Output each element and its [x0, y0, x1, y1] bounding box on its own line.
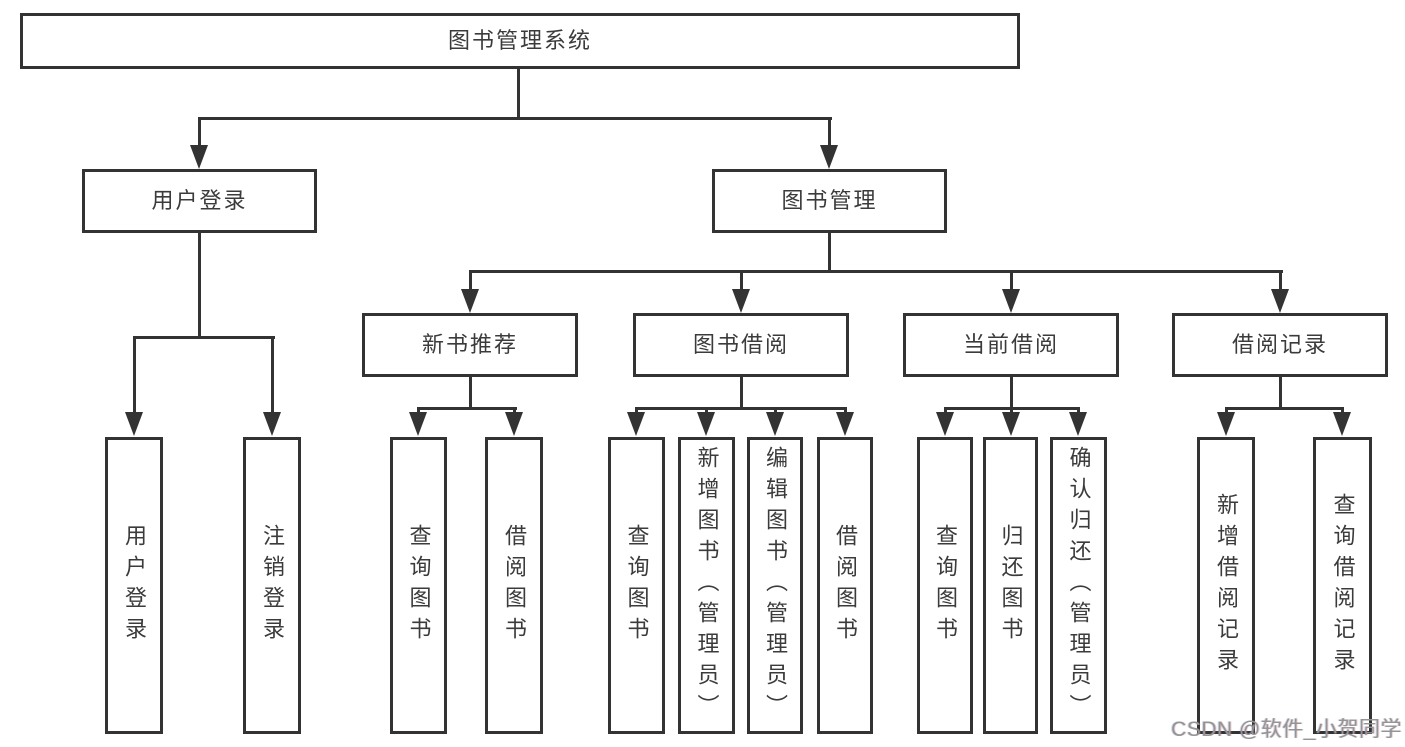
node-label-leaf-logout: 注销登录	[260, 523, 285, 648]
node-label-leaf-query-books-current: 查询图书	[933, 523, 958, 648]
arrow-shaft	[828, 117, 831, 147]
arrow-down-icon	[505, 412, 523, 436]
node-label-leaf-return-books: 归还图书	[998, 523, 1024, 648]
arrow-shaft	[740, 270, 743, 291]
node-leaf-edit-books-admin: 编辑图书（管理员）	[747, 437, 803, 734]
node-label-user-login: 用户登录	[151, 188, 248, 213]
node-label-borrowing-records: 借阅记录	[1231, 332, 1328, 357]
arrow-shaft	[635, 407, 638, 414]
arrow-shaft	[1010, 270, 1013, 291]
node-leaf-query-books-borrowing: 查询图书	[608, 437, 665, 734]
node-leaf-query-borrow-record: 查询借阅记录	[1313, 437, 1372, 734]
arrow-shaft	[1077, 407, 1080, 414]
node-label-leaf-confirm-return-admin: 确认归还（管理员）	[1066, 446, 1092, 725]
connector-line	[469, 377, 472, 410]
arrow-shaft	[1010, 407, 1013, 414]
node-leaf-query-books-recommend: 查询图书	[390, 437, 447, 734]
connector-line	[740, 377, 743, 410]
connector-line	[417, 407, 517, 410]
node-borrowing-records: 借阅记录	[1172, 313, 1388, 377]
node-label-leaf-user-login: 用户登录	[122, 523, 147, 648]
arrow-down-icon	[697, 412, 715, 436]
node-book-borrowing: 图书借阅	[633, 313, 849, 377]
arrow-shaft	[844, 407, 847, 414]
node-leaf-return-books: 归还图书	[983, 437, 1038, 734]
arrow-down-icon	[820, 145, 838, 169]
arrow-down-icon	[1333, 412, 1351, 436]
arrow-shaft	[133, 336, 136, 414]
arrow-shaft	[271, 336, 274, 414]
arrow-shaft	[513, 407, 516, 414]
node-label-leaf-borrow-books-borrowing: 借阅图书	[833, 523, 858, 648]
connector-line	[517, 69, 520, 119]
node-root: 图书管理系统	[20, 13, 1020, 69]
node-label-leaf-query-books-borrowing: 查询图书	[624, 523, 650, 648]
arrow-down-icon	[1271, 289, 1289, 313]
node-leaf-confirm-return-admin: 确认归还（管理员）	[1050, 437, 1107, 734]
node-label-leaf-add-borrow-record: 新增借阅记录	[1214, 492, 1239, 679]
node-leaf-query-books-current: 查询图书	[917, 437, 973, 734]
arrow-down-icon	[1217, 412, 1235, 436]
arrow-down-icon	[1002, 412, 1020, 436]
node-leaf-borrow-books-recommend: 借阅图书	[485, 437, 543, 734]
node-label-leaf-borrow-books-recommend: 借阅图书	[502, 523, 527, 648]
arrow-down-icon	[936, 412, 954, 436]
node-label-new-book-recommend: 新书推荐	[421, 332, 518, 357]
node-label-leaf-query-books-recommend: 查询图书	[406, 523, 432, 648]
arrow-shaft	[1279, 270, 1282, 291]
arrow-shaft	[1341, 407, 1344, 414]
connector-line	[1010, 377, 1013, 410]
arrow-down-icon	[190, 145, 208, 169]
arrow-down-icon	[836, 412, 854, 436]
node-label-leaf-edit-books-admin: 编辑图书（管理员）	[763, 446, 788, 725]
node-current-borrowing: 当前借阅	[903, 313, 1119, 377]
node-leaf-add-books-admin: 新增图书（管理员）	[678, 437, 735, 734]
arrow-shaft	[774, 407, 777, 414]
node-label-book-borrowing: 图书借阅	[692, 332, 789, 357]
connector-line	[469, 270, 1283, 273]
node-book-management: 图书管理	[712, 169, 947, 233]
connector-line	[828, 233, 831, 273]
connector-line	[198, 233, 201, 339]
node-user-login: 用户登录	[82, 169, 317, 233]
node-label-leaf-add-books-admin: 新增图书（管理员）	[694, 446, 720, 725]
connector-line	[635, 407, 847, 410]
csdn-watermark: CSDN @软件_小贺同学	[1171, 718, 1402, 741]
connector-line	[1279, 377, 1282, 410]
node-label-root: 图书管理系统	[447, 28, 592, 53]
arrow-down-icon	[1069, 412, 1087, 436]
arrow-down-icon	[627, 412, 645, 436]
arrow-shaft	[469, 270, 472, 291]
node-label-book-management: 图书管理	[781, 188, 878, 213]
node-new-book-recommend: 新书推荐	[362, 313, 578, 377]
arrow-shaft	[705, 407, 708, 414]
node-leaf-add-borrow-record: 新增借阅记录	[1197, 437, 1255, 734]
arrow-down-icon	[125, 412, 143, 436]
arrow-down-icon	[409, 412, 427, 436]
arrow-down-icon	[732, 289, 750, 313]
arrow-shaft	[417, 407, 420, 414]
arrow-shaft	[944, 407, 947, 414]
node-label-current-borrowing: 当前借阅	[962, 332, 1059, 357]
arrow-shaft	[1225, 407, 1228, 414]
arrow-down-icon	[263, 412, 281, 436]
connector-line	[133, 336, 275, 339]
arrow-down-icon	[461, 289, 479, 313]
connector-line	[198, 117, 832, 120]
node-label-leaf-query-borrow-record: 查询借阅记录	[1330, 492, 1356, 679]
arrow-down-icon	[766, 412, 784, 436]
node-leaf-borrow-books-borrowing: 借阅图书	[817, 437, 873, 734]
arrow-shaft	[198, 117, 201, 147]
arrow-down-icon	[1002, 289, 1020, 313]
node-leaf-user-login: 用户登录	[105, 437, 163, 734]
connector-line	[1225, 407, 1344, 410]
node-leaf-logout: 注销登录	[243, 437, 301, 734]
